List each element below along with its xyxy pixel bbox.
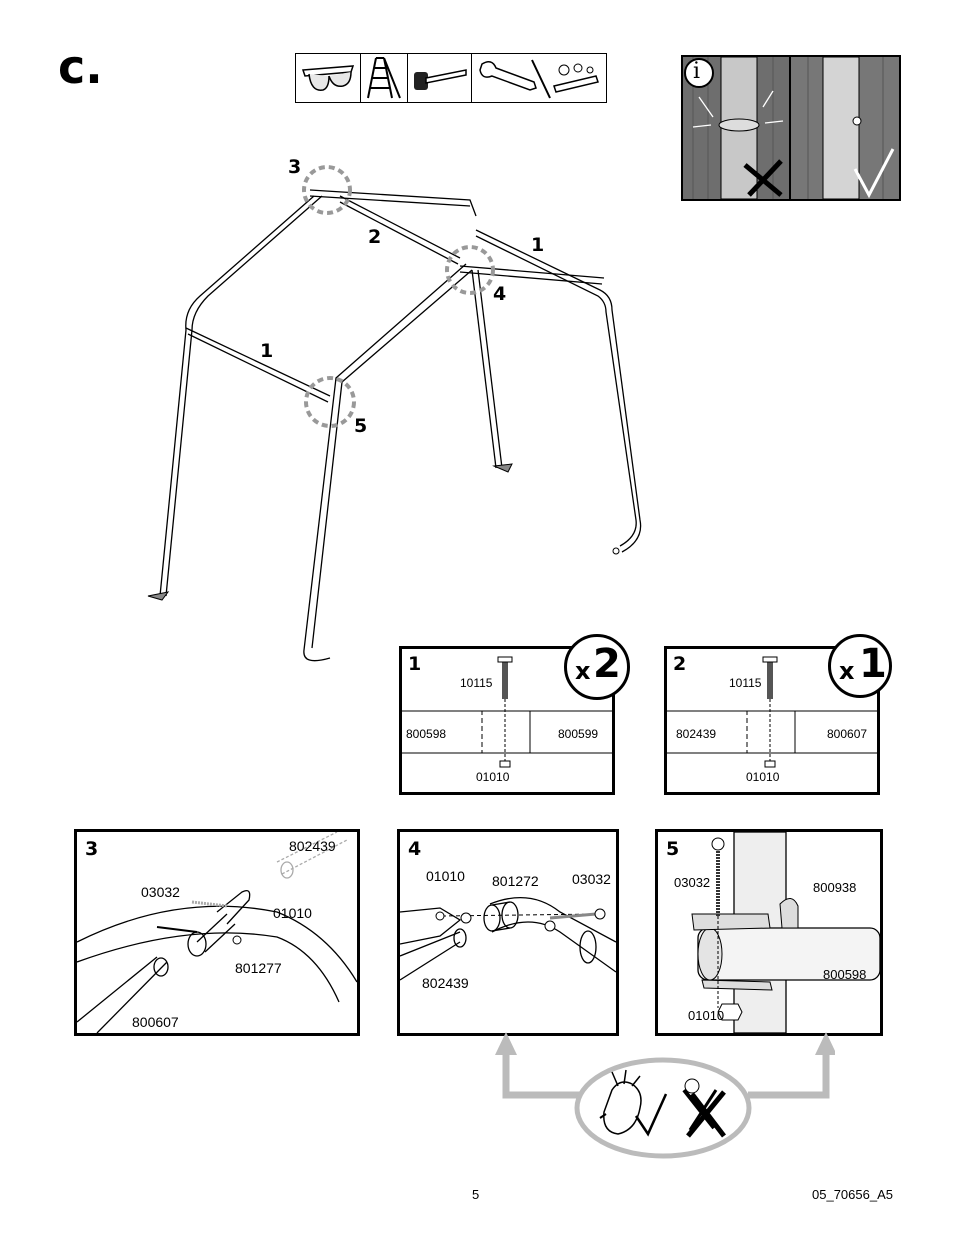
pipe-label: 802439	[422, 975, 469, 991]
callout-4: 4	[493, 283, 507, 305]
page-number: 5	[472, 1187, 480, 1202]
elbow-label: 801277	[235, 960, 282, 976]
panel-2-number: 2	[673, 653, 687, 675]
panel-1-number: 1	[408, 653, 422, 675]
step-ladder-icon	[361, 54, 408, 102]
right-part-label: 800607	[827, 727, 868, 741]
callout-2: 2	[368, 226, 382, 248]
bracket-label: 800938	[813, 880, 857, 895]
left-part-label: 800598	[406, 727, 447, 741]
panel-3-number: 3	[85, 838, 99, 860]
nut-label: 01010	[688, 1008, 725, 1023]
part-802439: 802439	[289, 838, 336, 854]
bolt-label: 10115	[460, 676, 493, 690]
detail-panel-5: 5 03032 800938 800598 01010	[655, 829, 883, 1036]
wrench-icon	[472, 54, 606, 102]
elbow-label: 801272	[492, 873, 539, 889]
bolt-label: 03032	[572, 871, 611, 887]
safety-glasses-icon	[296, 54, 361, 102]
hand-icon	[599, 1069, 642, 1135]
step-letter: c.	[58, 40, 103, 94]
info-panel: i	[681, 55, 901, 201]
detail-panel-2: 2 10115 802439 800607 01010	[664, 646, 880, 795]
callout-1-right: 1	[531, 234, 545, 256]
info-icon: i	[693, 59, 701, 84]
nut-label: 01010	[426, 868, 465, 884]
nut-label: 01010	[273, 905, 312, 921]
doc-code: 05_70656_A5	[812, 1187, 893, 1202]
frame-diagram	[147, 165, 642, 662]
qty-badge-2: x 1	[828, 634, 892, 698]
hand-tighten-note	[495, 1032, 835, 1159]
detail-panel-4: 4 01010 801272 03032 802439	[397, 829, 619, 1036]
right-part-label: 800599	[558, 727, 599, 741]
wrench-forbidden-icon	[682, 1078, 726, 1138]
detail-panel-3: 3 802439 03032 01010 801277 800607	[74, 829, 360, 1036]
panel-4-number: 4	[408, 838, 422, 860]
callout-1-left: 1	[260, 340, 274, 362]
callout-5: 5	[354, 415, 368, 437]
nut-label: 01010	[746, 770, 780, 784]
tools-strip	[295, 53, 607, 103]
nut-label: 01010	[476, 770, 510, 784]
pipe-label: 800607	[132, 1014, 179, 1030]
mallet-icon	[408, 54, 473, 102]
bolt-label: 03032	[141, 884, 180, 900]
bolt-label: 10115	[729, 676, 762, 690]
callout-3: 3	[288, 156, 302, 178]
left-part-label: 802439	[676, 727, 717, 741]
qty-badge-1: x 2	[564, 634, 630, 700]
bolt-label: 03032	[674, 875, 711, 890]
pipe-label: 800598	[823, 967, 867, 982]
panel-5-number: 5	[666, 838, 680, 860]
